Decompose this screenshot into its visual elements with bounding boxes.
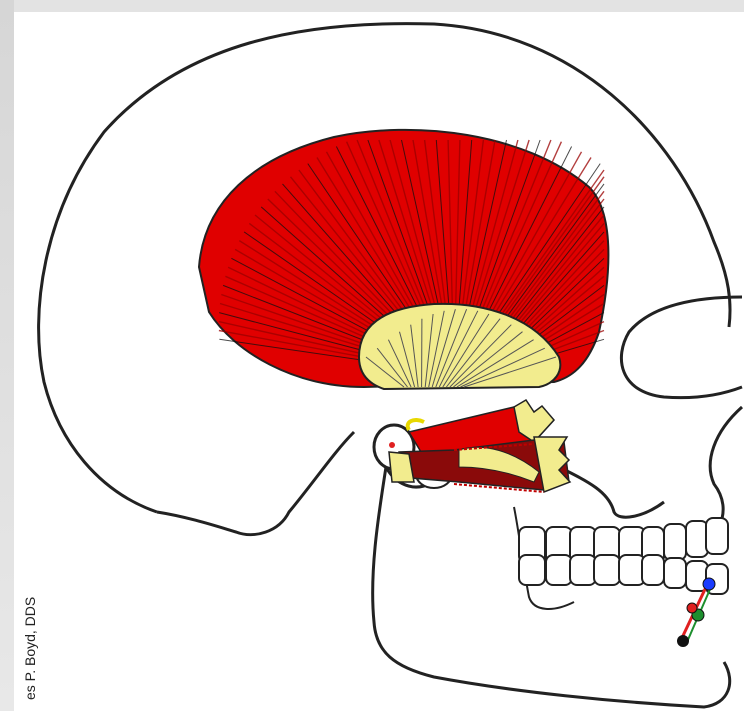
marker-blue <box>703 578 715 590</box>
zygomatic-outline <box>559 467 664 517</box>
condyle-red-dot <box>389 442 395 448</box>
tooth <box>570 555 596 585</box>
tooth <box>706 518 728 554</box>
marker-black <box>677 635 689 647</box>
nose-outline <box>710 407 742 527</box>
diagram-panel <box>14 12 744 711</box>
tooth <box>594 555 620 585</box>
skull-illustration <box>14 12 744 711</box>
tooth <box>664 558 686 588</box>
orbit-outline <box>621 297 742 398</box>
tooth <box>642 555 664 585</box>
skull-base-outline <box>157 432 354 535</box>
author-credit: es P. Boyd, DDS <box>22 597 38 700</box>
lower-teeth <box>519 555 728 594</box>
left-edge-gradient <box>0 0 14 711</box>
tooth <box>686 521 708 557</box>
tooth <box>664 524 686 560</box>
marker-red <box>687 603 697 613</box>
tooth <box>519 555 545 585</box>
tooth <box>546 555 572 585</box>
